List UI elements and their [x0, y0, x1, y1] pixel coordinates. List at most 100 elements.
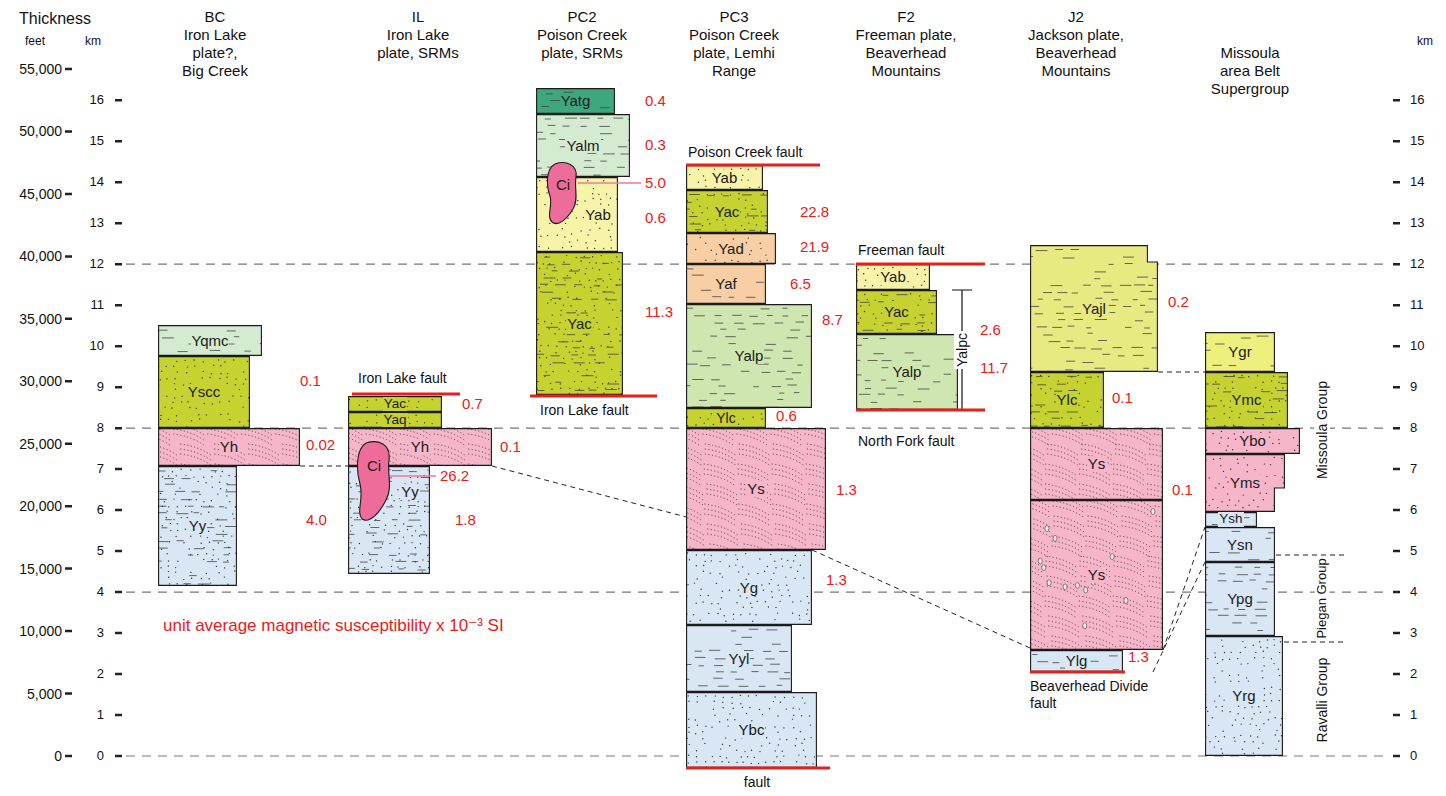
quartzite-pattern: [857, 268, 930, 288]
susceptibility-value: 5.0: [645, 174, 666, 191]
unit-fill: [687, 191, 768, 233]
rock-unit-box: Yalm: [536, 114, 630, 177]
unit-outline: [1031, 651, 1123, 672]
unit-outline: [1031, 246, 1158, 372]
depth-label-km: 10: [1410, 339, 1424, 354]
lithology-pattern: [1011, 424, 1186, 506]
rock-unit-box: Ymc: [1205, 372, 1288, 428]
susceptibility-value: 11.7: [980, 359, 1008, 376]
column-code: F2: [897, 8, 915, 25]
rock-unit-box: Yrg: [1205, 636, 1283, 756]
lithology-pattern: [669, 424, 844, 566]
rock-unit-box: Ys: [1030, 500, 1163, 650]
pebble-symbol: [1047, 580, 1051, 586]
rock-unit-box: Yg: [686, 550, 812, 625]
column-title: Poison Creek plate, Lemhi Range: [686, 26, 782, 80]
rock-unit-box: Yab: [686, 165, 763, 190]
rock-unit-box: Yac: [536, 252, 623, 395]
depth-label-feet: 5,000: [27, 686, 62, 702]
fault-name: Beaverhead Divide fault: [1030, 678, 1165, 712]
unit-outline: [1206, 333, 1275, 372]
unit-symbol: Yajl: [1081, 301, 1107, 317]
pebble-symbol: [1075, 582, 1079, 588]
unit-symbol: Ymc: [1231, 392, 1263, 408]
lithology-pattern: [671, 308, 821, 408]
unit-symbol: Yh: [410, 439, 430, 455]
argillite-pattern: [523, 257, 634, 390]
depth-label-km: 11: [91, 298, 105, 313]
unit-symbol: Ybc: [738, 722, 766, 738]
rock-unit-box: Yqmc: [158, 325, 262, 356]
depth-label-feet: 55,000: [19, 61, 62, 77]
column-code: IL: [412, 8, 425, 25]
rock-unit-box: Yac: [856, 290, 937, 334]
rock-unit-box: Yscc: [158, 356, 250, 428]
unit-outline: [1031, 429, 1163, 500]
depth-label-km: 15: [90, 134, 104, 149]
unit-symbol: Yac: [883, 304, 910, 320]
susceptibility-value: 1.3: [836, 481, 857, 498]
rock-unit-box: Ylc: [1030, 372, 1104, 428]
susceptibility-value: 0.1: [500, 438, 521, 455]
crossbed-pattern: [1011, 496, 1188, 658]
rock-unit-box: Yatg: [536, 88, 615, 114]
susceptibility-value: 2.6: [980, 321, 1001, 338]
unit-fill: [857, 291, 937, 334]
susceptibility-value: 0.7: [462, 395, 483, 412]
rock-unit-box: Ybo: [1205, 428, 1300, 454]
depth-label-feet: 30,000: [19, 373, 62, 389]
pebble-symbol: [1124, 597, 1128, 603]
depth-label-km: 15: [1410, 134, 1424, 149]
unit-outline: [159, 467, 237, 586]
unit-fill: [1031, 429, 1163, 500]
pebble-symbol: [1083, 623, 1087, 629]
quartzite-pattern: [1031, 375, 1103, 425]
unit-symbol: Ylc: [1056, 392, 1079, 408]
fault-name: North Fork fault: [858, 433, 954, 449]
pebble-symbol: [1084, 587, 1088, 593]
lithology-pattern: [537, 181, 617, 249]
unit-outline: [537, 89, 615, 114]
quartzite-pattern: [687, 238, 775, 263]
legend-note: unit average magnetic susceptibility x 1…: [163, 616, 504, 636]
pebble-symbol: [1038, 558, 1042, 564]
depth-label-km: 12: [90, 257, 104, 272]
unit-outline: [537, 115, 630, 177]
unit-outline: [1206, 563, 1275, 636]
rock-unit-box: Ygr: [1205, 332, 1275, 372]
crossbed-pattern: [669, 424, 844, 566]
unit-symbol: Yac: [566, 316, 593, 332]
quartzite-pattern: [158, 360, 249, 428]
unit-outline: [687, 191, 768, 233]
rock-unit-box: Ylc: [686, 408, 766, 428]
quartzite-pattern: [537, 256, 622, 396]
susceptibility-value: 0.1: [1172, 481, 1193, 498]
depth-ticks-km: [115, 100, 122, 756]
unit-symbol: Yalm: [565, 138, 600, 154]
argillite-pattern: [148, 471, 246, 584]
rock-unit-box: Yh: [158, 428, 300, 466]
susceptibility-value: 11.3: [645, 303, 673, 320]
quartzite-pattern: [1206, 431, 1298, 451]
unit-fill: [687, 305, 812, 408]
quartzite-pattern: [349, 470, 430, 572]
unit-symbol: Ci: [555, 177, 571, 193]
depth-label-feet: 40,000: [19, 248, 62, 264]
unit-fill: [1206, 513, 1257, 527]
axis-unit: feet: [25, 35, 45, 49]
rock-unit-box: Ys: [1030, 428, 1163, 500]
group-name: Piegan Group: [1315, 556, 1330, 640]
unit-fill: [687, 234, 776, 264]
rock-unit-box: Yajl: [1030, 245, 1158, 372]
unit-outline: [537, 253, 623, 395]
susceptibility-value: 26.2: [440, 467, 469, 484]
unit-outline: [1031, 373, 1104, 428]
rock-unit-box: Ysh: [1205, 512, 1257, 527]
depth-label-km: 7: [97, 462, 104, 477]
unit-fill: [687, 551, 812, 625]
quartzite-pattern: [1205, 640, 1281, 756]
depth-ticks-feet: [65, 69, 72, 756]
axis-unit: km: [85, 35, 101, 49]
unit-symbol: Yac: [383, 397, 407, 411]
